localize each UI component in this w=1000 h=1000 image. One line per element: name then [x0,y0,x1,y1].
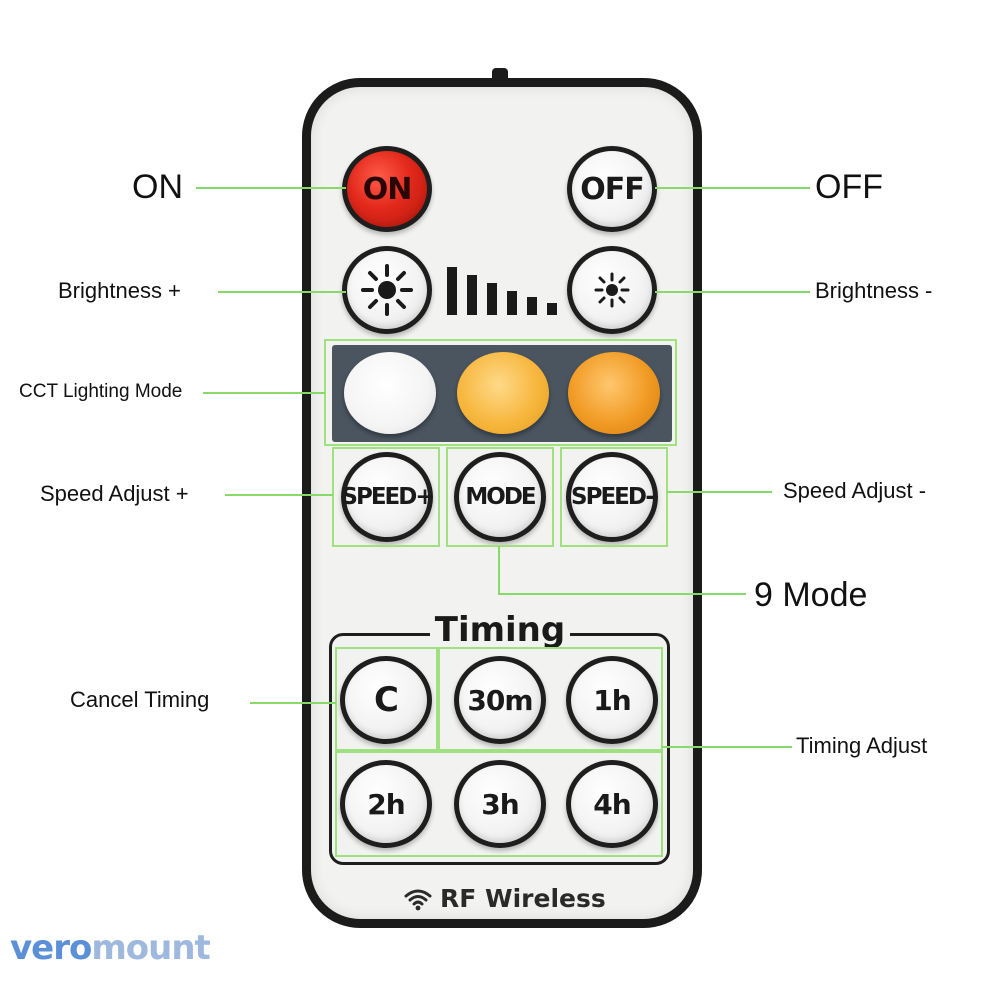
cancel-timing-label: C [374,680,399,720]
timing-adjust-annotation: Timing Adjust [796,733,928,758]
speed-down-button[interactable]: SPEED- [566,452,658,542]
timer-3h-label: 3h [481,787,519,821]
speed-plus-annotation: Speed Adjust + [40,481,189,506]
timer-1h-label: 1h [593,683,631,717]
on-button[interactable]: ON [342,146,432,232]
speed-up-button[interactable]: SPEED+ [341,452,435,542]
timing-title: Timing [430,608,570,652]
brightness-minus-annotation: Brightness - [815,278,933,303]
cancel-timing-highlight-box [335,647,438,751]
cct-cool-white-button[interactable] [344,352,436,434]
on-leader-line [196,187,346,189]
timer-30m-label: 30m [467,683,533,717]
timing-adjust-top-box [438,647,663,751]
sun-large-icon [361,264,413,316]
on-button-label: ON [362,171,413,207]
brightness-level-bars-icon [447,267,557,315]
timer-4h-button[interactable]: 4h [566,760,658,848]
sun-small-icon [594,272,630,308]
wifi-signal-icon [404,889,432,910]
veromount-logo: veromount [10,928,211,968]
brightness-down-leader-line [655,291,810,293]
timing-adjust-bottom-box [335,751,663,857]
rf-wireless-text: RF Wireless [440,884,606,913]
cancel-timing-button[interactable]: C [340,656,432,744]
off-annotation: OFF [815,168,883,206]
cancel-timing-leader-line [250,702,336,704]
mode-leader-horizontal [498,593,746,595]
cct-warm-white-button[interactable] [568,352,660,434]
speed-down-label: SPEED- [571,484,655,510]
timer-2h-button[interactable]: 2h [340,760,432,848]
cct-mode-annotation: CCT Lighting Mode [19,381,183,402]
speed-up-label: SPEED+ [341,484,434,510]
brightness-down-button[interactable] [567,246,657,334]
cct-highlight-box [324,339,677,446]
mode-label: MODE [465,484,536,510]
brightness-up-leader-line [218,291,346,293]
timer-30m-button[interactable]: 30m [454,656,546,744]
mode-highlight-box [446,447,554,547]
off-button[interactable]: OFF [567,146,657,232]
rf-wireless-label: RF Wireless [404,884,606,913]
logo-part-2: mount [91,928,210,968]
mode-button[interactable]: MODE [454,452,546,542]
speed-minus-annotation: Speed Adjust - [783,478,927,503]
mode-leader-vertical [498,546,500,594]
off-button-label: OFF [580,171,644,207]
timer-3h-button[interactable]: 3h [454,760,546,848]
brightness-plus-annotation: Brightness + [58,278,181,303]
brightness-up-button[interactable] [342,246,432,334]
timing-adjust-leader-line [662,746,792,748]
off-leader-line [655,187,810,189]
cancel-timing-annotation: Cancel Timing [70,687,210,712]
speed-down-highlight-box [560,447,668,547]
speed-up-highlight-box [332,447,440,547]
timer-2h-label: 2h [367,787,405,821]
on-annotation: ON [132,168,183,206]
speed-up-leader-line [225,494,333,496]
timer-4h-label: 4h [593,787,631,821]
remote-top-nub [492,68,508,79]
logo-part-1: vero [10,928,92,968]
cct-neutral-white-button[interactable] [457,352,549,434]
timer-1h-button[interactable]: 1h [566,656,658,744]
cct-leader-line [203,392,325,394]
speed-down-leader-line [667,491,772,493]
nine-mode-annotation: 9 Mode [754,576,868,614]
